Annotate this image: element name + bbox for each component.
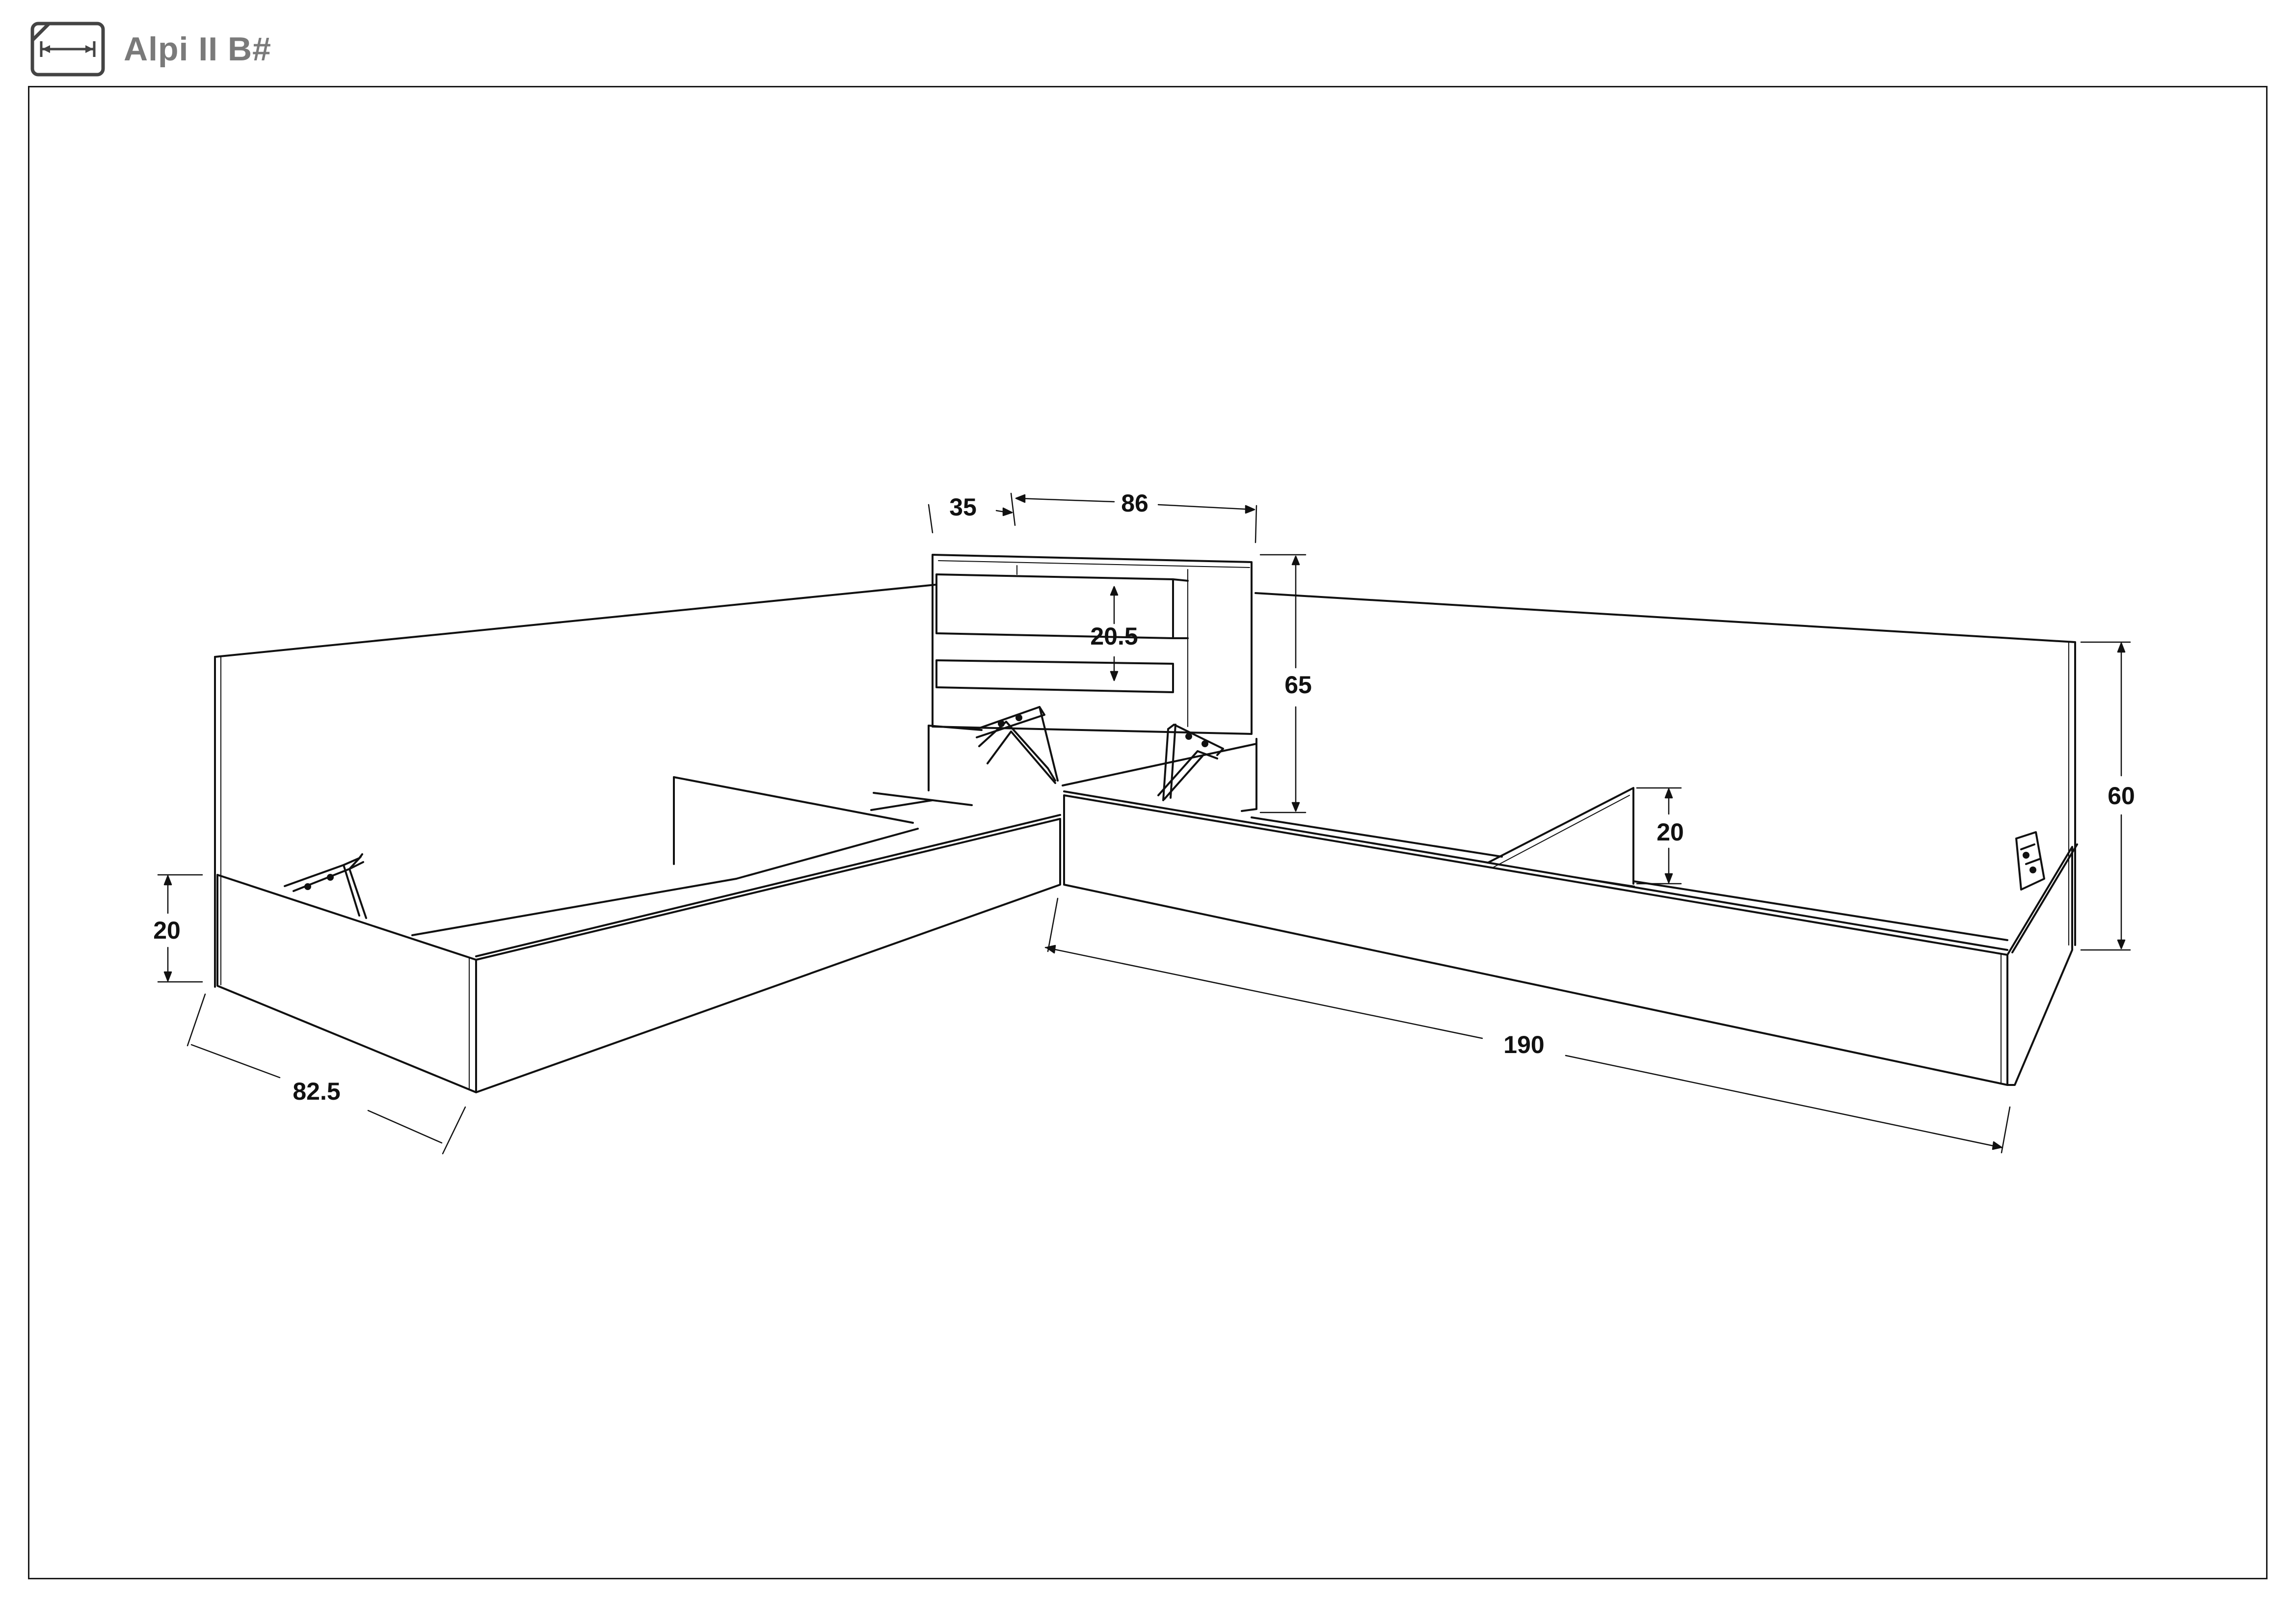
dresser	[932, 554, 1253, 735]
dimension-label-bed-height-left: 20	[153, 917, 181, 944]
right-bed	[1063, 787, 2078, 1086]
page-title: Alpi II B#	[124, 30, 271, 68]
dimension-lines	[157, 492, 2131, 1155]
dimension-label-dresser-width: 86	[1121, 489, 1148, 517]
dimension-label-dresser-depth: 35	[949, 493, 977, 521]
headboard-wall	[214, 584, 2076, 988]
center-plinth	[873, 706, 1257, 812]
dimension-label-bed-width: 82.5	[293, 1078, 340, 1105]
dimension-label-drawer-height: 20.5	[1090, 623, 1138, 650]
dimension-label-bed-height-right: 20	[1656, 818, 1684, 846]
dimension-labels: 20 82.5 35 86 20.5 65 20 60 190	[153, 489, 2135, 1105]
dimension-label-headboard-height: 60	[2108, 782, 2135, 810]
drawing-frame	[28, 86, 2268, 1579]
header: Alpi II B#	[29, 20, 271, 79]
left-bed	[216, 776, 1061, 1093]
dimension-label-bed-length: 190	[1503, 1031, 1544, 1058]
dimension-label-dresser-height: 65	[1284, 671, 1312, 699]
dimensions-icon	[30, 22, 105, 77]
